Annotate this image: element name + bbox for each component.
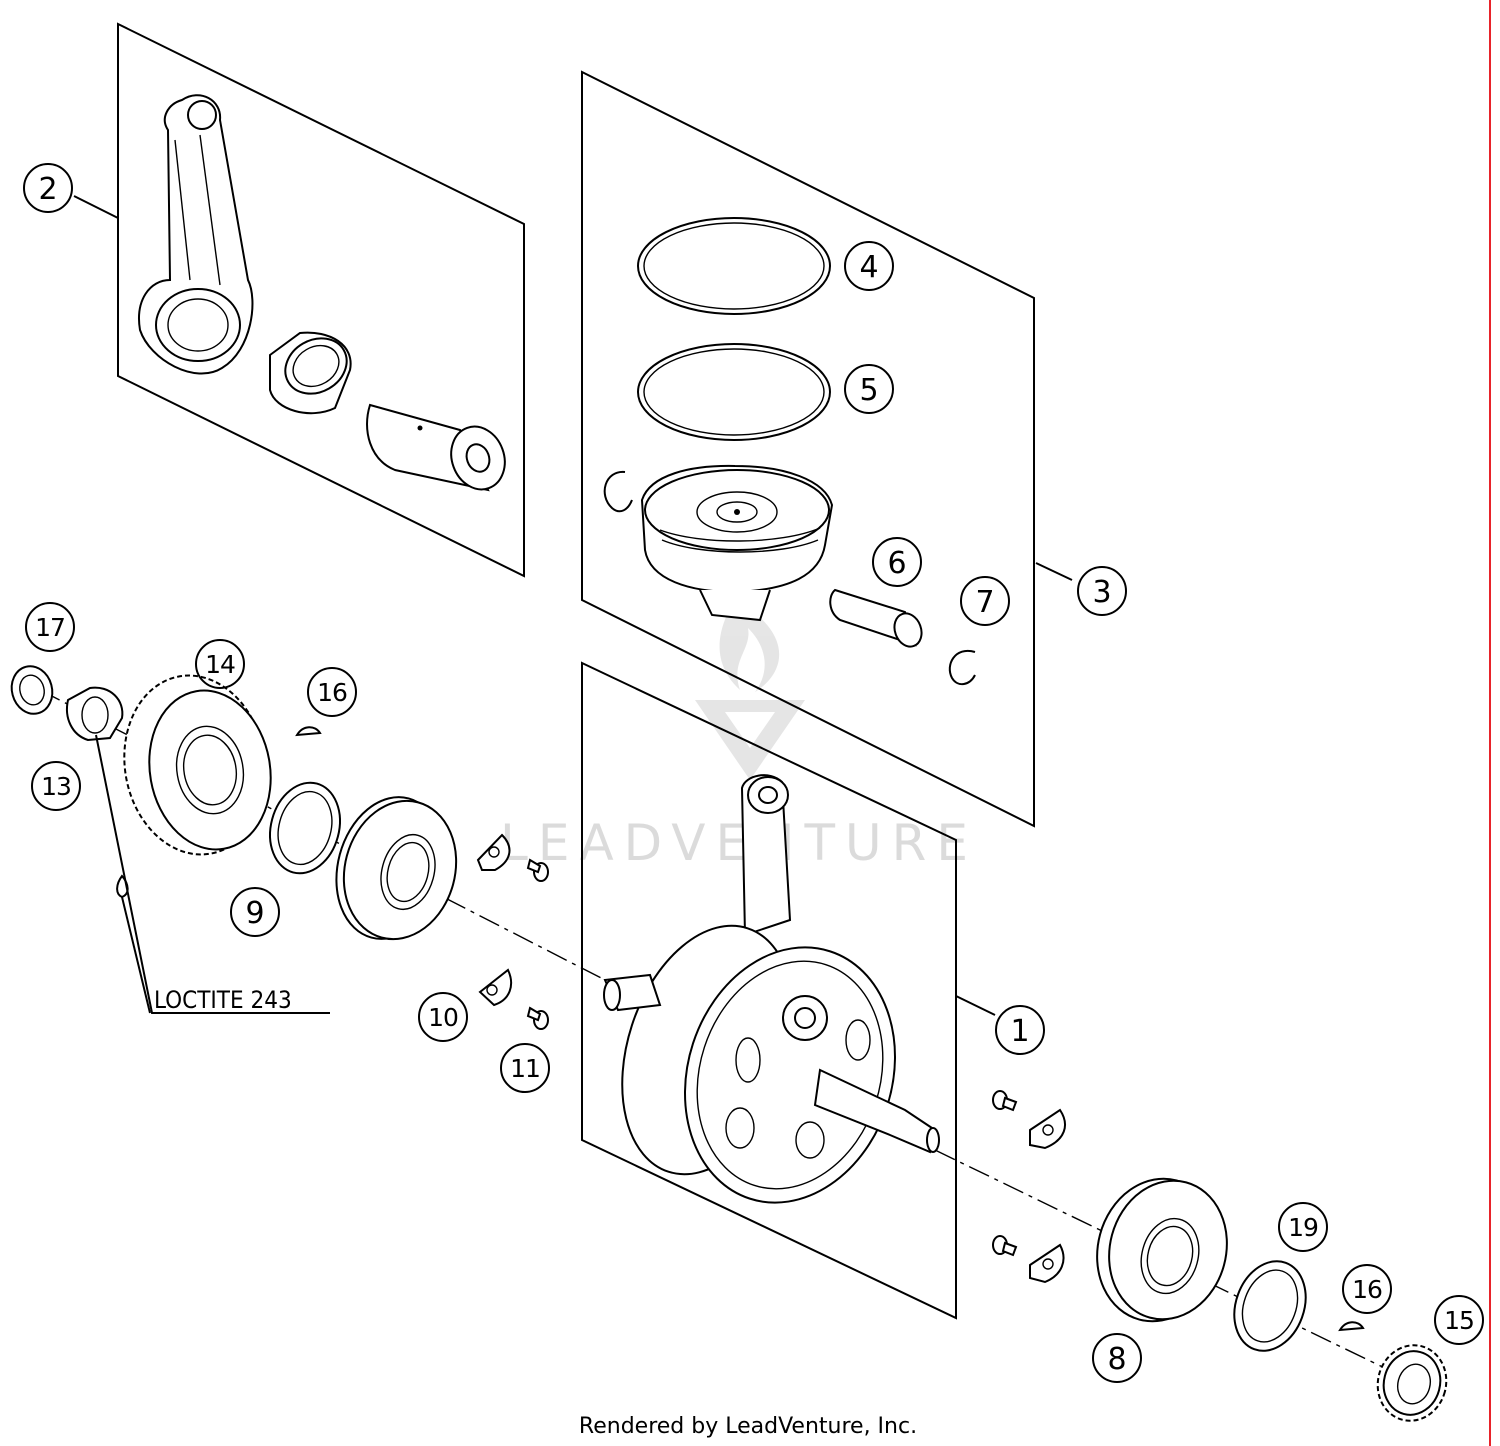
screw-right-top — [992, 1090, 1018, 1112]
watermark-text: LEADVENTURE — [500, 814, 978, 872]
callout-4-label: 4 — [859, 250, 878, 285]
callout-8: 8 — [1092, 1333, 1142, 1383]
callout-9: 9 — [230, 887, 280, 937]
callout-16b: 16 — [1342, 1264, 1392, 1314]
panel-piston — [581, 70, 1035, 828]
callout-15: 15 — [1434, 1295, 1484, 1345]
footer-credit: Rendered by LeadVenture, Inc. — [579, 1414, 917, 1439]
callout-11-label: 11 — [510, 1054, 540, 1083]
callout-2: 2 — [23, 163, 73, 213]
left-parts — [10, 665, 549, 1030]
callout-14-label: 14 — [205, 650, 235, 679]
callout-1: 1 — [995, 1005, 1045, 1055]
callout-7-label: 7 — [975, 585, 994, 620]
callout-14: 14 — [195, 639, 245, 689]
callout-17: 17 — [25, 602, 75, 652]
callout-6-label: 6 — [887, 546, 906, 581]
callout-2-label: 2 — [38, 172, 57, 207]
callout-4: 4 — [844, 241, 894, 291]
callout-13: 13 — [31, 761, 81, 811]
callout-13-label: 13 — [41, 772, 71, 801]
callout-5-label: 5 — [859, 373, 878, 408]
callout-1-label: 1 — [1010, 1014, 1029, 1049]
callout-3-label: 3 — [1092, 575, 1111, 610]
watermark: LEADVENTURE — [500, 600, 978, 872]
callout-16a: 16 — [307, 667, 357, 717]
callout-10-label: 10 — [428, 1003, 458, 1032]
callout-15-label: 15 — [1444, 1306, 1474, 1335]
callout-3: 3 — [1077, 566, 1127, 616]
callout-10: 10 — [418, 992, 468, 1042]
leader-lines — [73, 195, 1073, 1016]
callout-16b-label: 16 — [1352, 1275, 1382, 1304]
callout-16a-label: 16 — [317, 678, 347, 707]
panel-connecting-rod — [117, 22, 525, 578]
loctite-note: LOCTITE 243 — [154, 986, 292, 1014]
callout-8-label: 8 — [1107, 1342, 1126, 1377]
callout-5: 5 — [844, 364, 894, 414]
callout-6: 6 — [872, 537, 922, 587]
callout-9-label: 9 — [245, 896, 264, 931]
callout-7: 7 — [960, 576, 1010, 626]
callout-17-label: 17 — [35, 613, 65, 642]
panel-crankshaft — [581, 661, 1066, 1320]
callout-19-label: 19 — [1288, 1213, 1318, 1242]
right-parts — [1096, 1177, 1448, 1422]
screw-right-bottom — [992, 1235, 1018, 1257]
callout-11: 11 — [500, 1043, 550, 1093]
callout-19: 19 — [1278, 1202, 1328, 1252]
